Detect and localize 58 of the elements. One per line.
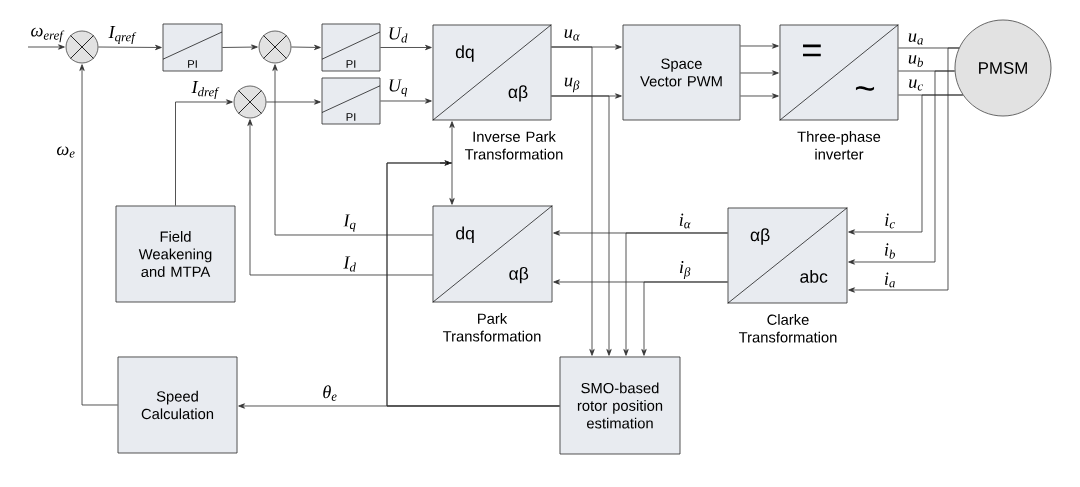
- arrow: [740, 70, 779, 76]
- signal-label: I$_{qref}$: [107, 24, 137, 46]
- arrow: [848, 47, 960, 293]
- signal-label: θ$_{e}$: [320, 383, 340, 403]
- arrow: [266, 99, 321, 105]
- signal-label: i$_{α}$: [677, 212, 693, 230]
- arrow: [551, 95, 612, 356]
- transform-block: dq αβ Inverse Park Transformation: [432, 24, 563, 160]
- pi-controller-block: PI: [162, 23, 223, 72]
- arrow: [175, 99, 233, 206]
- arrow: [641, 281, 728, 356]
- arrow: [848, 70, 956, 265]
- signal-label: I$_{dref}$: [190, 79, 220, 101]
- arrow: [380, 44, 432, 51]
- node-label: Clarke Transformation: [738, 314, 837, 343]
- signal-label: i$_{c}$: [882, 212, 898, 230]
- process-block: Space Vector PWM: [622, 24, 741, 121]
- arrow: [79, 64, 118, 406]
- process-block: Speed Calculation: [117, 356, 238, 454]
- arrow: [27, 44, 65, 50]
- arrow: [623, 232, 728, 356]
- transform-block: dq αβ Park Transformation: [432, 205, 553, 342]
- transform-block: αβ abc Clarke Transformation: [727, 207, 848, 343]
- node-label: Inverse Park Transformation: [464, 131, 563, 160]
- summing-junction: [258, 30, 292, 64]
- signal-label: ω$_{eref}$: [29, 26, 65, 44]
- arrow: [551, 46, 595, 356]
- signal-label: U$_{q}$: [386, 78, 410, 98]
- summing-junction: [65, 30, 99, 64]
- arrow: [247, 119, 433, 276]
- arrow: [291, 44, 321, 50]
- process-block: SMO-based rotor position estimation: [559, 356, 681, 455]
- signal-label: I$_{q}$: [342, 213, 358, 233]
- summing-junction: [233, 85, 267, 119]
- arrow: [222, 44, 258, 50]
- process-block: Field Weakening and MTPA: [115, 205, 236, 303]
- signal-label: U$_{d}$: [386, 26, 410, 44]
- arrow: [380, 98, 432, 104]
- arrow: [848, 94, 964, 235]
- signal-label: I$_{d}$: [342, 255, 358, 273]
- inverter-block: = ~ Three-phase inverter: [779, 24, 899, 160]
- arrow: [272, 64, 433, 236]
- signal-label: i$_{β}$: [677, 259, 693, 281]
- signal-label: u$_{α}$: [562, 28, 582, 42]
- node-label: Park Transformation: [442, 313, 541, 342]
- arrow: [98, 44, 162, 51]
- arrow: [740, 43, 779, 49]
- arrow: [740, 93, 779, 99]
- signal-label: i$_{a}$: [882, 271, 898, 289]
- signal-label: u$_{c}$: [906, 78, 926, 92]
- signal-label: u$_{b}$: [906, 53, 926, 69]
- signal-label: u$_{β}$: [562, 76, 582, 94]
- signal-label: i$_{b}$: [882, 241, 898, 261]
- pi-controller-block: PI: [321, 77, 381, 125]
- node-label: Three-phase inverter: [797, 131, 881, 160]
- signal-label: u$_{a}$: [906, 32, 926, 46]
- pi-controller-block: PI: [321, 23, 381, 72]
- signal-label: ω$_{e}$: [54, 145, 78, 159]
